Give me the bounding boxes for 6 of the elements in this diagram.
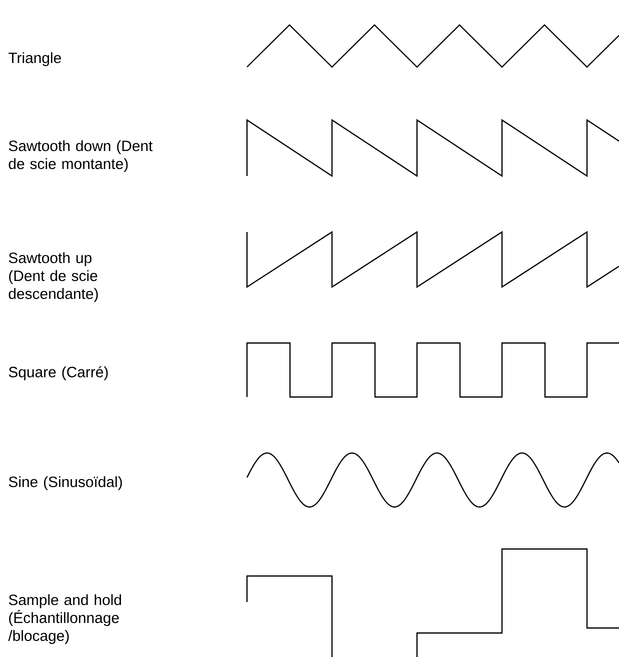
wave-label: Triangle	[8, 52, 61, 66]
wave-label: Square (Carré)	[8, 366, 108, 380]
wave-label: Sawtooth up (Dent de scie descendante)	[8, 252, 98, 302]
wave-label: Sawtooth down (Dent de scie montante)	[8, 140, 153, 172]
wave-label: Sample and hold (Échantillonnage /blocage)	[8, 594, 122, 644]
wave-label: Sine (Sinusoïdal)	[8, 476, 122, 490]
